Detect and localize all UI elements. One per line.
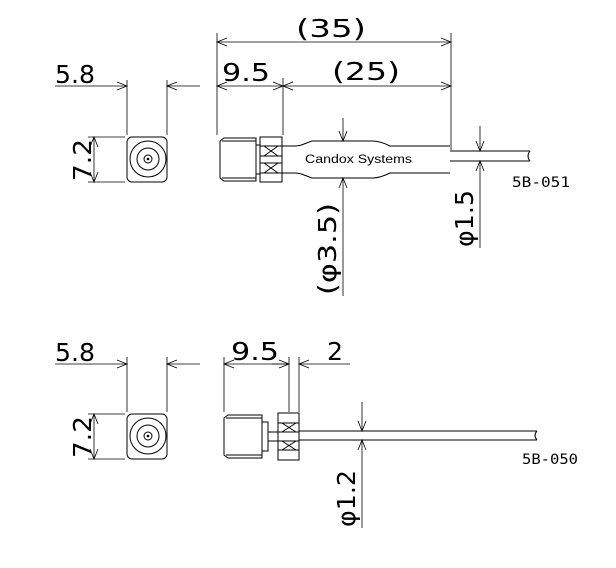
bottom-nut-width-dimension: 2: [272, 337, 350, 412]
top-connector-length-label: 9.5: [222, 58, 270, 87]
bottom-cable-diameter-dimension: φ1.2: [332, 402, 367, 528]
bottom-front-view: [126, 413, 168, 460]
bottom-face-height-dimension: 7.2: [68, 412, 125, 461]
top-connector-body: [219, 136, 283, 183]
bottom-face-height-label: 7.2: [68, 416, 97, 458]
bottom-face-width-dimension: 5.8: [55, 338, 200, 412]
top-face-height-dimension: 7.2: [68, 135, 125, 184]
bottom-part-number: 5B-050: [522, 452, 578, 468]
bottom-nut-width-label: 2: [327, 337, 343, 366]
top-cable-length-label: (25): [332, 57, 400, 86]
top-face-height-label: 7.2: [68, 139, 97, 181]
top-overall-length-label: (35): [296, 14, 366, 43]
top-drawing: 5.8 7.2: [55, 14, 570, 296]
top-overall-length-dimension: (35): [215, 14, 453, 150]
top-connector-length-dimension: 9.5: [215, 58, 285, 135]
bottom-face-width-label: 5.8: [55, 338, 95, 367]
bottom-cable: [299, 430, 538, 441]
bottom-connector-body: [223, 412, 300, 461]
bottom-connector-length-label: 9.5: [231, 337, 279, 366]
bottom-drawing: 5.8 7.2: [55, 337, 578, 528]
top-part-number: 5B-051: [512, 175, 570, 191]
top-face-width-dimension: 5.8: [55, 60, 200, 135]
top-sleeve-diameter-label: (φ3.5): [313, 203, 342, 295]
bottom-connector-length-dimension: 9.5: [222, 337, 291, 412]
top-face-width-label: 5.8: [55, 60, 95, 89]
top-sleeve-diameter-dimension: (φ3.5): [313, 118, 348, 296]
top-cable-sleeve: Candox Systems: [281, 140, 450, 179]
top-cable-length-dimension: (25): [281, 57, 453, 91]
top-cable: [450, 150, 531, 162]
top-cable-diameter-dimension: φ1.5: [450, 126, 485, 248]
top-cable-diameter-label: φ1.5: [450, 190, 479, 247]
top-front-view: [126, 136, 168, 183]
brand-label: Candox Systems: [305, 154, 412, 166]
bottom-cable-diameter-label: φ1.2: [332, 470, 361, 527]
